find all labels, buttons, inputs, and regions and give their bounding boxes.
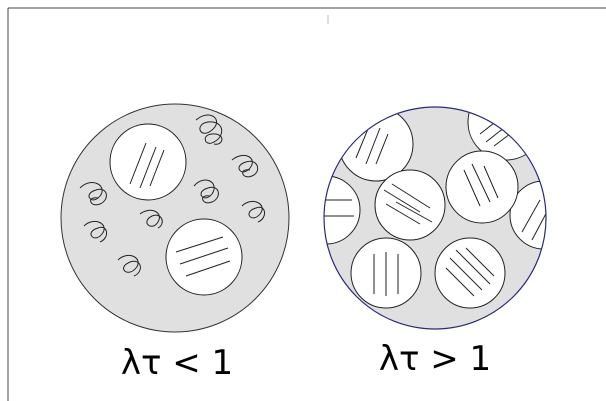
crystalline-domain: [350, 237, 422, 309]
polymer-coil: [195, 114, 223, 145]
sample-disk-b-outline: [323, 106, 547, 330]
caption-low-lambda-tau: λτ < 1: [121, 343, 233, 383]
polymer-coil: [117, 255, 141, 277]
panel-low-lambda-tau: [60, 103, 290, 333]
crystalline-domain: [445, 150, 519, 224]
polymer-coil: [83, 221, 107, 243]
polymer-coil: [241, 201, 265, 223]
caption-high-lambda-tau: λτ > 1: [379, 339, 491, 379]
crystalline-domain: [434, 237, 506, 309]
polymer-coil: [231, 155, 259, 178]
panel-high-lambda-tau: [323, 106, 547, 330]
crystalline-domain: [324, 175, 361, 245]
crystalline-domain: [467, 107, 545, 161]
polymer-coil: [139, 209, 163, 229]
polymer-coil: [79, 182, 107, 206]
crystalline-domain: [165, 218, 243, 296]
polymer-coil: [193, 179, 219, 204]
crystalline-domain: [374, 169, 446, 241]
crystalline-domain: [338, 107, 414, 182]
crystalline-domain: [109, 123, 187, 201]
